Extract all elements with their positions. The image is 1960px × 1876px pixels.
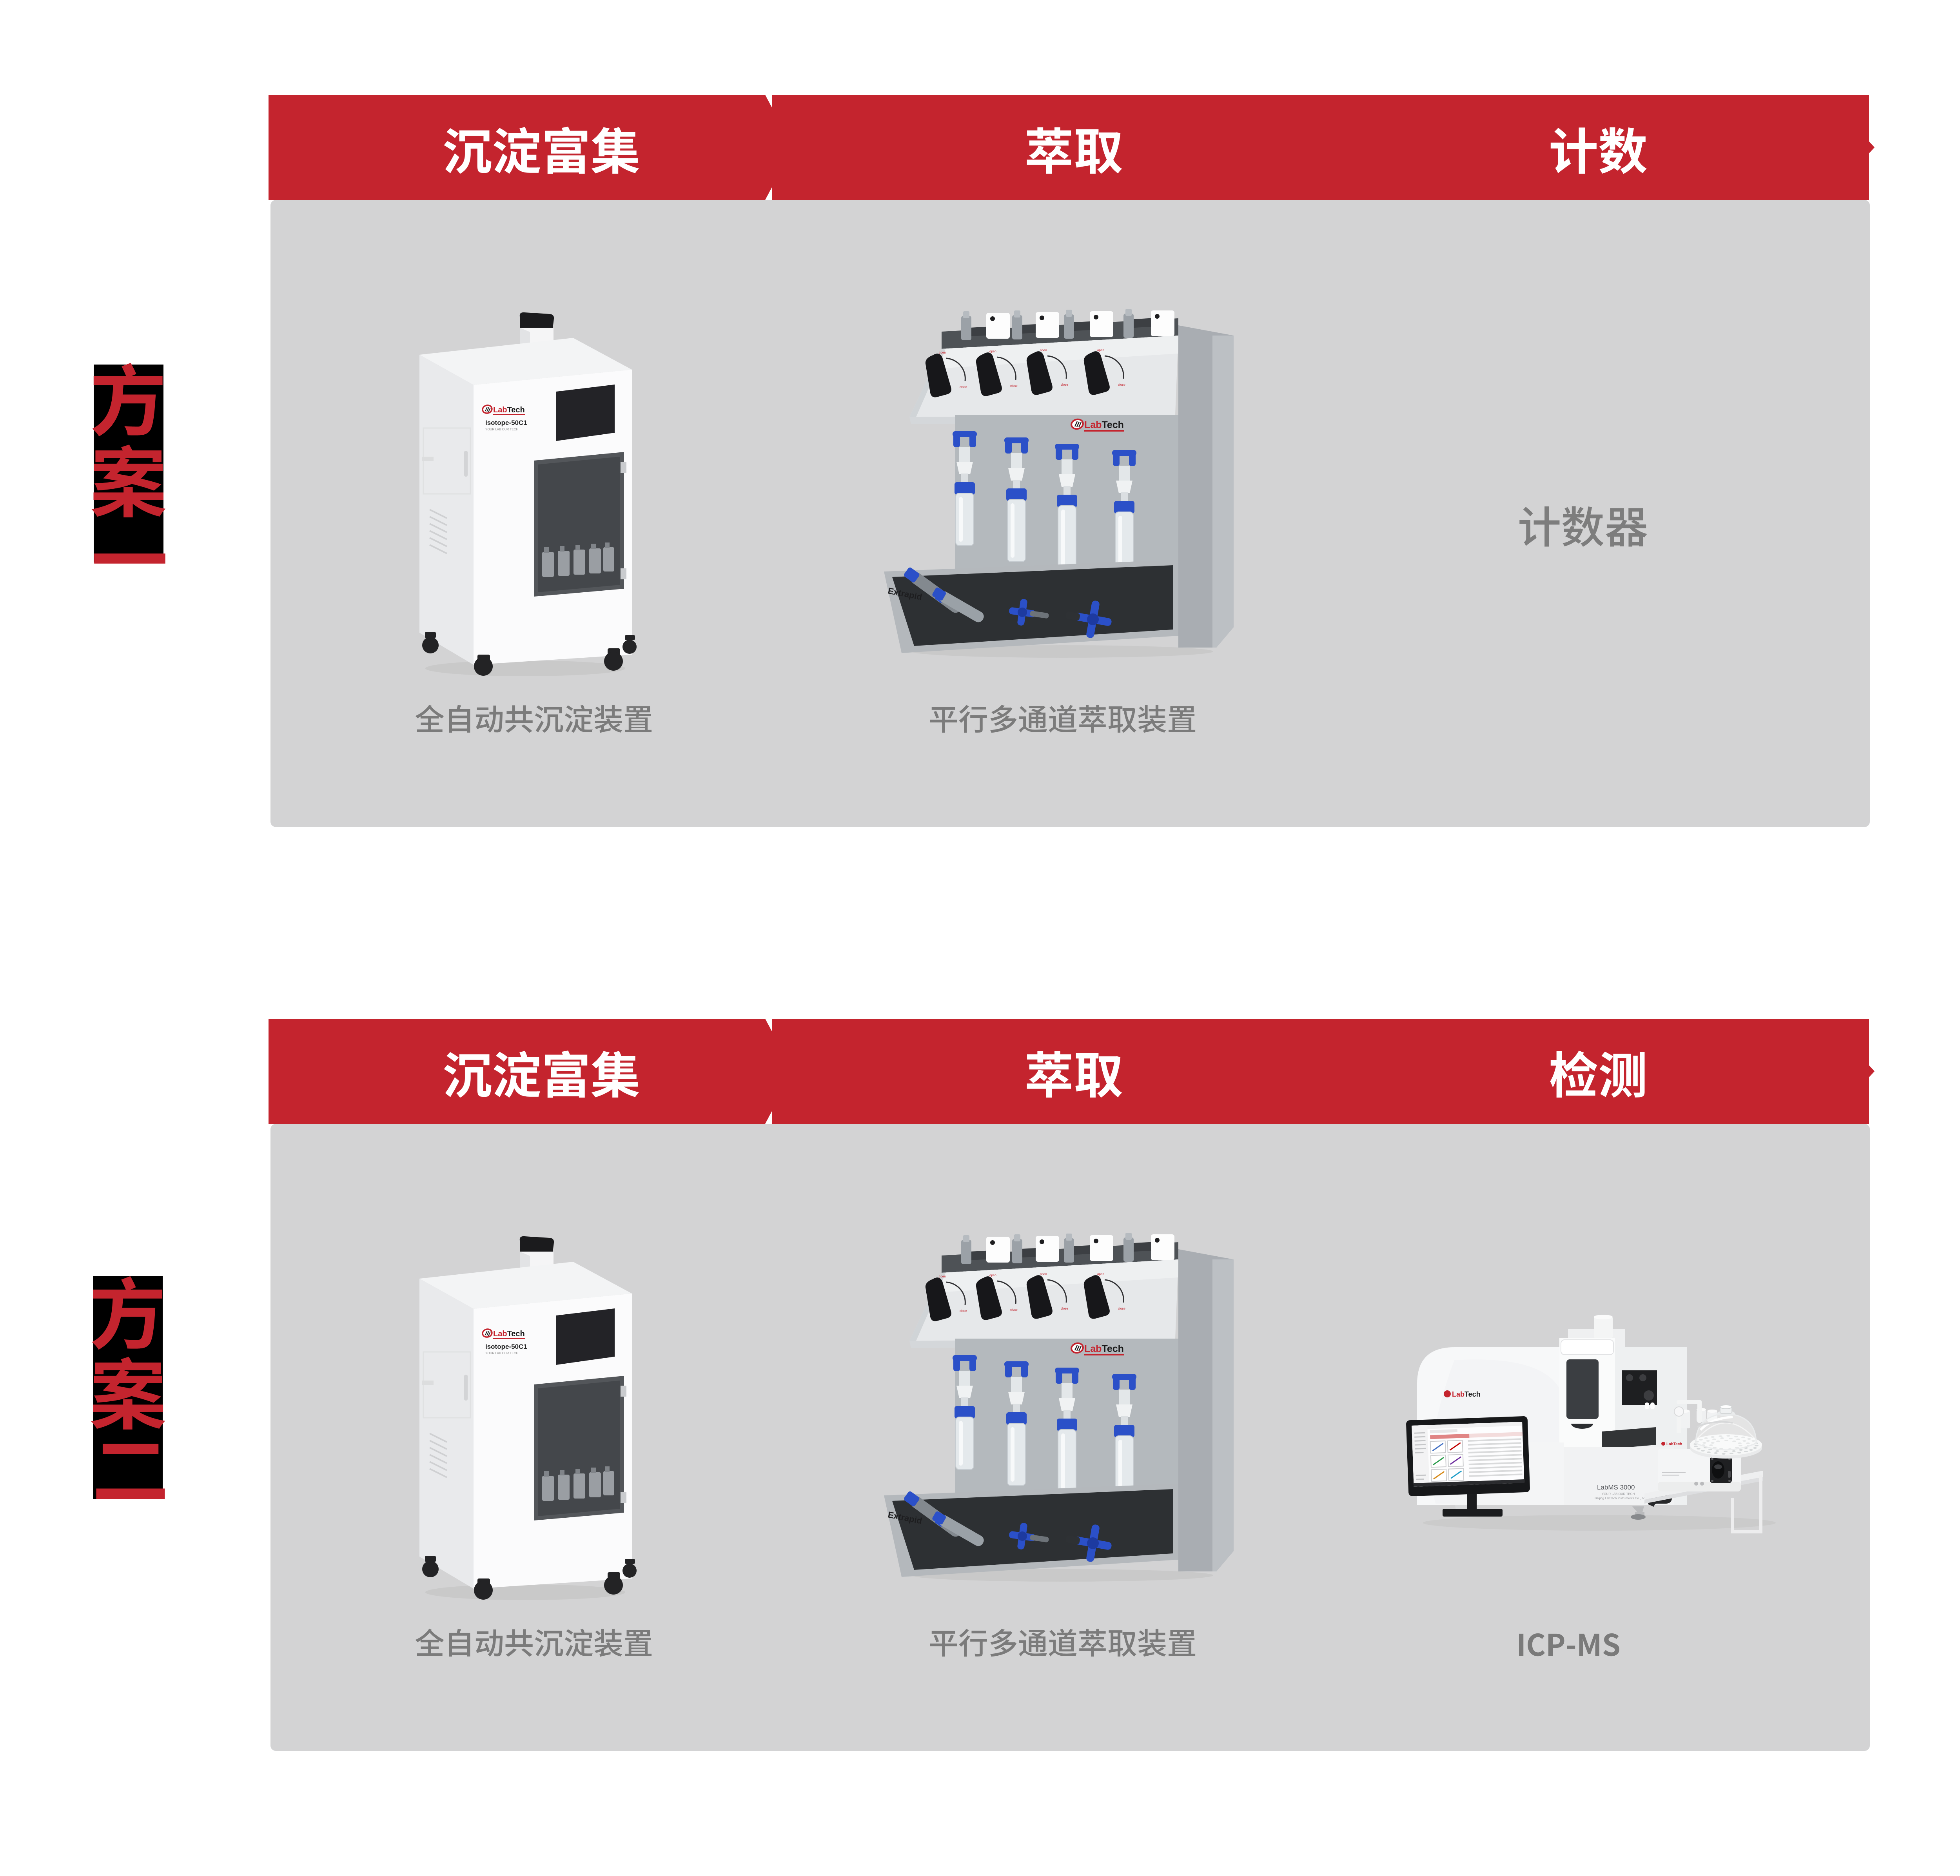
- svg-text:LabTech: LabTech: [493, 1330, 525, 1338]
- svg-text:open: open: [939, 351, 946, 354]
- svg-text:open: open: [1040, 348, 1047, 352]
- svg-text:LabMS 3000: LabMS 3000: [1597, 1484, 1635, 1491]
- svg-text:Isotope-50C1: Isotope-50C1: [485, 1343, 527, 1350]
- svg-text:open: open: [1097, 348, 1104, 352]
- svg-text:LabTech: LabTech: [1084, 419, 1124, 430]
- svg-text:YOUR LAB OUR TECH: YOUR LAB OUR TECH: [485, 428, 519, 431]
- svg-text:close: close: [1010, 384, 1018, 388]
- svg-text:close: close: [1118, 1307, 1125, 1310]
- svg-text:LabTech: LabTech: [1666, 1442, 1682, 1446]
- svg-text:open: open: [989, 1274, 996, 1277]
- svg-text:LabTech: LabTech: [1084, 1343, 1124, 1354]
- svg-text:open: open: [989, 350, 996, 353]
- svg-text:open: open: [1040, 1272, 1047, 1276]
- svg-text:Isotope-50C1: Isotope-50C1: [485, 419, 527, 426]
- svg-text:close: close: [960, 1309, 967, 1313]
- svg-text:Beijing LabTech Instruments Co: Beijing LabTech Instruments Co.,Ltd: [1595, 1497, 1645, 1500]
- svg-text:YOUR LAB.OUR TECH: YOUR LAB.OUR TECH: [1602, 1492, 1635, 1496]
- svg-text:open: open: [939, 1275, 946, 1278]
- svg-text:LabTech: LabTech: [1452, 1390, 1481, 1398]
- svg-text:close: close: [1061, 1307, 1068, 1310]
- svg-text:close: close: [960, 385, 967, 389]
- svg-text:open: open: [1097, 1272, 1104, 1276]
- svg-text:close: close: [1118, 383, 1125, 386]
- svg-text:close: close: [1061, 383, 1068, 386]
- svg-text:close: close: [1010, 1308, 1018, 1312]
- svg-text:LabTech: LabTech: [493, 406, 525, 414]
- svg-text:YOUR LAB OUR TECH: YOUR LAB OUR TECH: [485, 1352, 519, 1355]
